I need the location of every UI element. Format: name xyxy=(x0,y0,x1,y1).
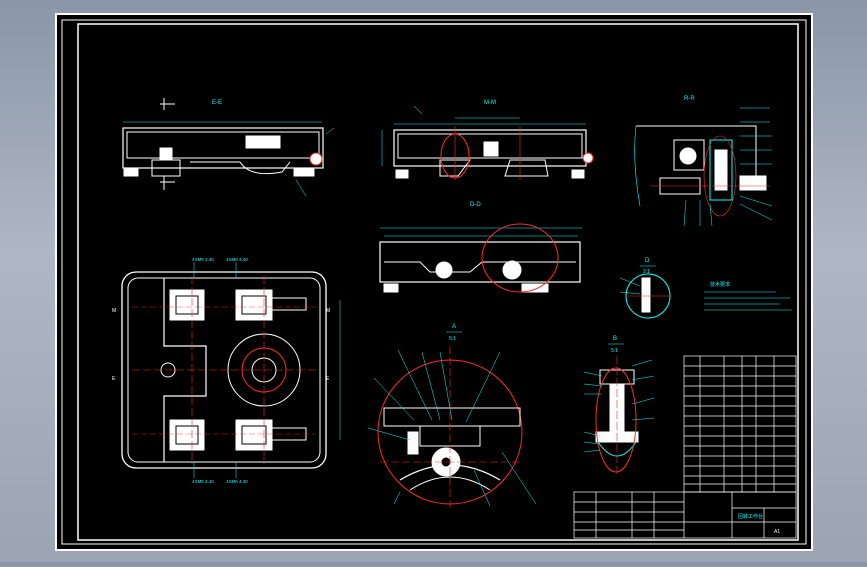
title-block xyxy=(573,491,797,539)
section-mm-title: M-M xyxy=(484,100,496,106)
section-rr-view: R-R xyxy=(634,96,773,227)
section-mark-e-right: E xyxy=(326,376,330,382)
detail-b-scale: 5:1 xyxy=(611,348,618,354)
detail-a-view: A 5:1 xyxy=(367,324,537,510)
plan-dim-bottom-right: 4XM6 4.40 xyxy=(226,479,248,484)
detail-d-view: D 2:1 xyxy=(619,258,671,319)
section-mark-e-left: E xyxy=(112,376,116,382)
section-mark-m-left: M xyxy=(112,308,116,314)
detail-b-title: B xyxy=(613,336,617,342)
detail-a-title: A xyxy=(452,324,456,330)
section-dd-title: D-D xyxy=(470,202,481,208)
section-dd-view: D-D xyxy=(379,202,582,293)
section-mm-view: M-M xyxy=(381,100,594,180)
plan-dim-top-left: 4XM6 4.40 xyxy=(192,257,214,262)
parts-list xyxy=(683,355,797,493)
section-mark-m-right: M xyxy=(326,308,330,314)
technical-notes: 技术要求 xyxy=(704,281,792,311)
section-rr-title: R-R xyxy=(684,96,695,102)
title-block-sheet-size: A1 xyxy=(774,529,780,535)
section-ee-title: E-E xyxy=(212,100,222,106)
plan-view xyxy=(121,262,341,478)
plan-dim-top-right: 4XM6 4.40 xyxy=(226,257,248,262)
title-block-part-name: 回转工作台 xyxy=(738,513,763,520)
drawing-frame xyxy=(77,23,799,541)
detail-a-scale: 5:1 xyxy=(449,336,456,342)
detail-d-scale: 2:1 xyxy=(643,269,650,275)
detail-b-view: B 5:1 xyxy=(583,336,655,476)
notes-title: 技术要求 xyxy=(710,281,730,288)
plan-dim-bottom-left: 4XM6 4.40 xyxy=(192,479,214,484)
drawing-border xyxy=(61,19,807,545)
section-ee-view: E-E xyxy=(122,98,335,197)
detail-d-title: D xyxy=(645,258,650,264)
